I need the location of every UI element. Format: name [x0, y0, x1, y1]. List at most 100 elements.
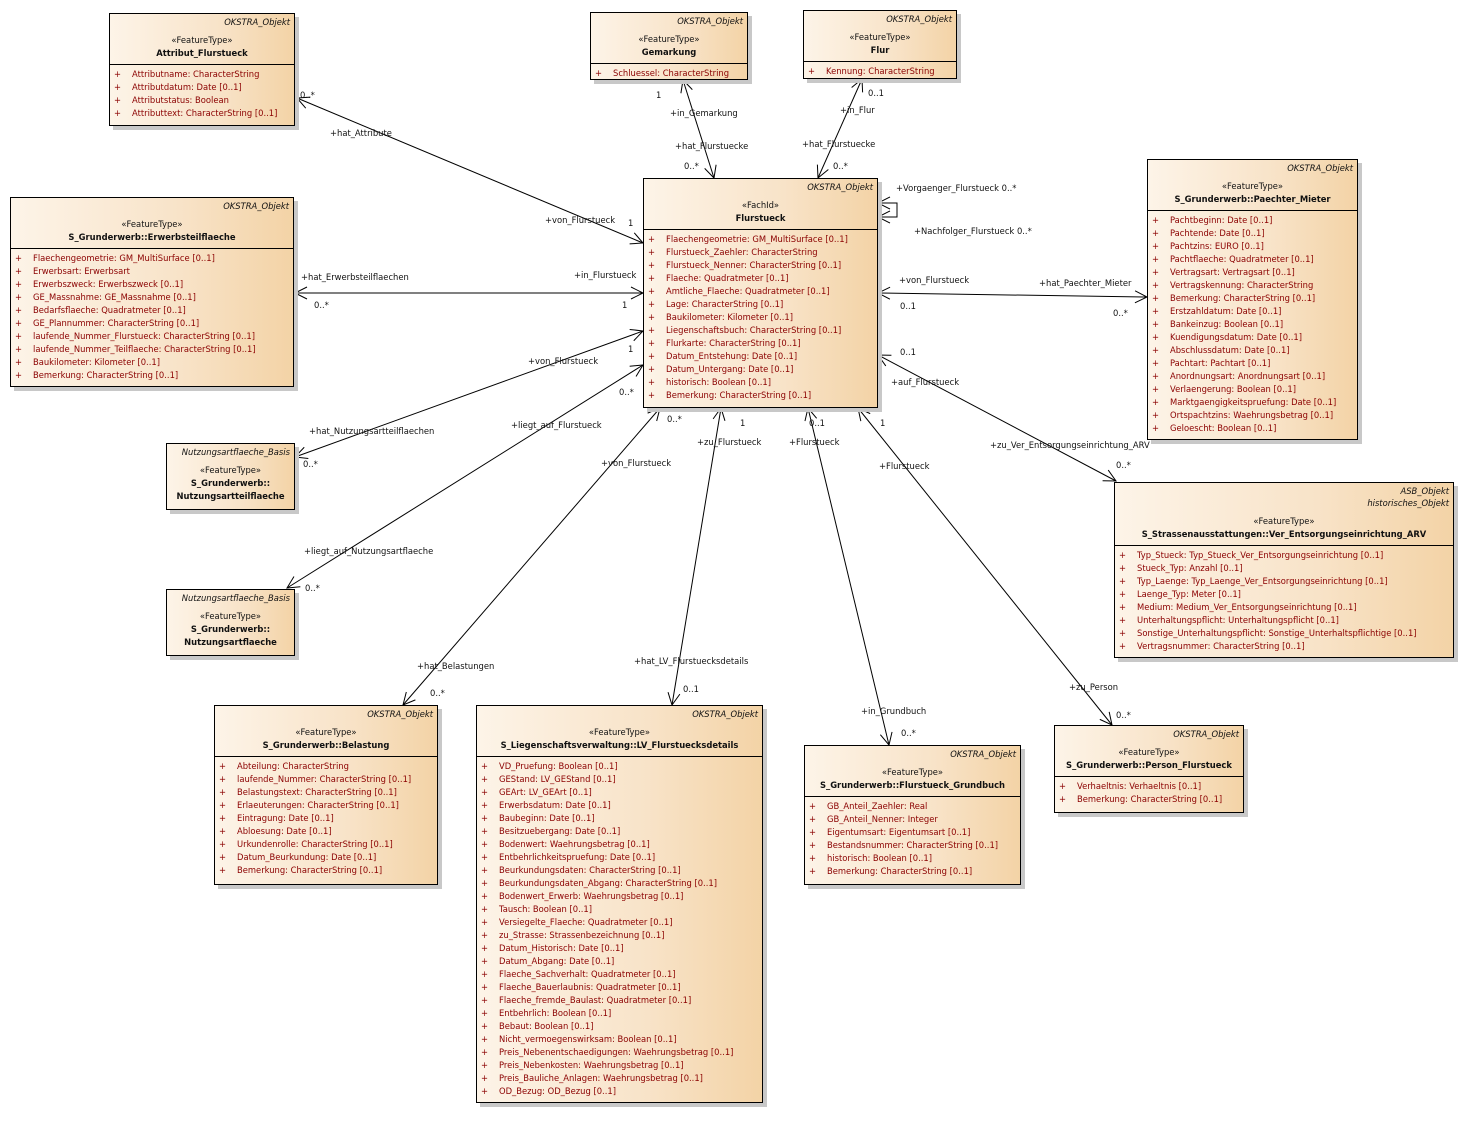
attribute-row[interactable]: +Flurstueck_Nenner: CharacterString [0..… [644, 259, 877, 272]
attribute-row[interactable]: +Flaeche_Sachverhalt: Quadratmeter [0..1… [477, 968, 762, 981]
attribute-row[interactable]: +Beurkundungsdaten_Abgang: CharacterStri… [477, 877, 762, 890]
attribute-row[interactable]: +Attributtext: CharacterString [0..1] [110, 107, 294, 120]
attribute-row[interactable]: +Typ_Laenge: Typ_Laenge_Ver_Entsorgungse… [1115, 575, 1453, 588]
attribute-row[interactable]: +Baukilometer: Kilometer [0..1] [11, 356, 293, 369]
attribute-row[interactable]: +Flaeche_Bauerlaubnis: Quadratmeter [0..… [477, 981, 762, 994]
attribute-row[interactable]: +Eintragung: Date [0..1] [215, 812, 437, 825]
attribute-row[interactable]: +Typ_Stueck: Typ_Stueck_Ver_Entsorgungse… [1115, 549, 1453, 562]
class-flur[interactable]: OKSTRA_Objekt«FeatureType»Flur+Kennung: … [803, 10, 957, 79]
attribute-row[interactable]: +Tausch: Boolean [0..1] [477, 903, 762, 916]
attribute-row[interactable]: +Preis_Nebenentschaedigungen: Waehrungsb… [477, 1046, 762, 1059]
attribute-row[interactable]: +Baubeginn: Date [0..1] [477, 812, 762, 825]
class-nutzungsartteilflaeche[interactable]: Nutzungsartflaeche_Basis«FeatureType»S_G… [166, 443, 295, 510]
association-line-nutzteil[interactable] [294, 330, 644, 458]
attribute-row[interactable]: +Bemerkung: CharacterString [0..1] [1148, 292, 1357, 305]
attribute-row[interactable]: +OD_Bezug: OD_Bezug [0..1] [477, 1085, 762, 1098]
attribute-row[interactable]: +Preis_Bauliche_Anlagen: Waehrungsbetrag… [477, 1072, 762, 1085]
attribute-row[interactable]: +Versiegelte_Flaeche: Quadratmeter [0..1… [477, 916, 762, 929]
attribute-row[interactable]: +Attributname: CharacterString [110, 68, 294, 81]
class-attribut-flurstueck[interactable]: OKSTRA_Objekt«FeatureType»Attribut_Flurs… [109, 13, 295, 126]
association-line-lv[interactable] [671, 407, 722, 706]
attribute-row[interactable]: +Liegenschaftsbuch: CharacterString [0..… [644, 324, 877, 337]
attribute-row[interactable]: +Schluessel: CharacterString [591, 67, 747, 80]
attribute-row[interactable]: +Vertragsart: Vertragsart [0..1] [1148, 266, 1357, 279]
association-line-paechter[interactable] [877, 292, 1148, 298]
attribute-row[interactable]: +historisch: Boolean [0..1] [805, 852, 1020, 865]
attribute-row[interactable]: +Kuendigungsdatum: Date [0..1] [1148, 331, 1357, 344]
association-line-gemarkung[interactable] [682, 79, 715, 179]
attribute-row[interactable]: +Attributstatus: Boolean [110, 94, 294, 107]
attribute-row[interactable]: +Bestandsnummer: CharacterString [0..1] [805, 839, 1020, 852]
attribute-row[interactable]: +Medium: Medium_Ver_Entsorgungseinrichtu… [1115, 601, 1453, 614]
attribute-row[interactable]: +Geloescht: Boolean [0..1] [1148, 422, 1357, 435]
attribute-row[interactable]: +GB_Anteil_Zaehler: Real [805, 800, 1020, 813]
attribute-row[interactable]: +Abschlussdatum: Date [0..1] [1148, 344, 1357, 357]
attribute-row[interactable]: +Abloesung: Date [0..1] [215, 825, 437, 838]
attribute-row[interactable]: +laufende_Nummer_Teilflaeche: CharacterS… [11, 343, 293, 356]
attribute-row[interactable]: +Belastungstext: CharacterString [0..1] [215, 786, 437, 799]
association-line-flur[interactable] [817, 78, 863, 179]
attribute-row[interactable]: +Laenge_Typ: Meter [0..1] [1115, 588, 1453, 601]
attribute-row[interactable]: +Erwerbsdatum: Date [0..1] [477, 799, 762, 812]
attribute-row[interactable]: +Pachtart: Pachtart [0..1] [1148, 357, 1357, 370]
attribute-row[interactable]: +Kennung: CharacterString [804, 65, 956, 78]
attribute-row[interactable]: +zu_Strasse: Strassenbezeichnung [0..1] [477, 929, 762, 942]
attribute-row[interactable]: +Bemerkung: CharacterString [0..1] [11, 369, 293, 382]
association-line-attribute[interactable] [296, 97, 644, 244]
attribute-row[interactable]: +Flaeche: Quadratmeter [0..1] [644, 272, 877, 285]
class-flurstueck[interactable]: OKSTRA_Objekt«FachId»Flurstueck+Flaechen… [643, 178, 878, 408]
attribute-row[interactable]: +Lage: CharacterString [0..1] [644, 298, 877, 311]
attribute-row[interactable]: +Entbehrlich: Boolean [0..1] [477, 1007, 762, 1020]
attribute-row[interactable]: +Pachtende: Date [0..1] [1148, 227, 1357, 240]
attribute-row[interactable]: +Sonstige_Unterhaltungspflicht: Sonstige… [1115, 627, 1453, 640]
class-erwerbsteilflaeche[interactable]: OKSTRA_Objekt«FeatureType»S_Grunderwerb:… [10, 197, 294, 387]
attribute-row[interactable]: +GEArt: LV_GEArt [0..1] [477, 786, 762, 799]
attribute-row[interactable]: +laufende_Nummer_Flurstueck: CharacterSt… [11, 330, 293, 343]
attribute-row[interactable]: +Unterhaltungspflicht: Unterhaltungspfli… [1115, 614, 1453, 627]
association-line-belastung[interactable] [402, 407, 661, 706]
attribute-row[interactable]: +Bankeinzug: Boolean [0..1] [1148, 318, 1357, 331]
attribute-row[interactable]: +Erwerbsart: Erwerbsart [11, 265, 293, 278]
attribute-row[interactable]: +Datum_Abgang: Date [0..1] [477, 955, 762, 968]
attribute-row[interactable]: +Preis_Nebenkosten: Waehrungsbetrag [0..… [477, 1059, 762, 1072]
attribute-row[interactable]: +Bemerkung: CharacterString [0..1] [215, 864, 437, 877]
attribute-row[interactable]: +Eigentumsart: Eigentumsart [0..1] [805, 826, 1020, 839]
attribute-row[interactable]: +Bedarfsflaeche: Quadratmeter [0..1] [11, 304, 293, 317]
association-line-person[interactable] [857, 407, 1113, 726]
attribute-row[interactable]: +Beurkundungsdaten: CharacterString [0..… [477, 864, 762, 877]
attribute-row[interactable]: +Datum_Historisch: Date [0..1] [477, 942, 762, 955]
attribute-row[interactable]: +Pachtzins: EURO [0..1] [1148, 240, 1357, 253]
class-lv-flurstuecksdetails[interactable]: OKSTRA_Objekt«FeatureType»S_Liegenschaft… [476, 705, 763, 1103]
attribute-row[interactable]: +Nicht_vermoegenswirksam: Boolean [0..1] [477, 1033, 762, 1046]
class-flurstueck-grundbuch[interactable]: OKSTRA_Objekt«FeatureType»S_Grunderwerb:… [804, 745, 1021, 885]
attribute-row[interactable]: +Bodenwert_Erwerb: Waehrungsbetrag [0..1… [477, 890, 762, 903]
attribute-row[interactable]: +Pachtflaeche: Quadratmeter [0..1] [1148, 253, 1357, 266]
attribute-row[interactable]: +Verlaengerung: Boolean [0..1] [1148, 383, 1357, 396]
attribute-row[interactable]: +Verhaeltnis: Verhaeltnis [0..1] [1055, 780, 1243, 793]
attribute-row[interactable]: +GE_Plannummer: CharacterString [0..1] [11, 317, 293, 330]
attribute-row[interactable]: +GB_Anteil_Nenner: Integer [805, 813, 1020, 826]
attribute-row[interactable]: +Datum_Beurkundung: Date [0..1] [215, 851, 437, 864]
association-line-nutz[interactable] [286, 364, 644, 589]
attribute-row[interactable]: +Bemerkung: CharacterString [0..1] [1055, 793, 1243, 806]
attribute-row[interactable]: +Urkundenrolle: CharacterString [0..1] [215, 838, 437, 851]
attribute-row[interactable]: +Attributdatum: Date [0..1] [110, 81, 294, 94]
attribute-row[interactable]: +Amtliche_Flaeche: Quadratmeter [0..1] [644, 285, 877, 298]
attribute-row[interactable]: +Abteilung: CharacterString [215, 760, 437, 773]
class-nutzungsartflaeche[interactable]: Nutzungsartflaeche_Basis«FeatureType»S_G… [166, 589, 295, 656]
association-line-self[interactable] [878, 202, 898, 218]
attribute-row[interactable]: +Flaechengeometrie: GM_MultiSurface [0..… [644, 233, 877, 246]
attribute-row[interactable]: +Erstzahldatum: Date [0..1] [1148, 305, 1357, 318]
attribute-row[interactable]: +Datum_Untergang: Date [0..1] [644, 363, 877, 376]
attribute-row[interactable]: +Bodenwert: Waehrungsbetrag [0..1] [477, 838, 762, 851]
attribute-row[interactable]: +Ortspachtzins: Waehrungsbetrag [0..1] [1148, 409, 1357, 422]
attribute-row[interactable]: +Datum_Entstehung: Date [0..1] [644, 350, 877, 363]
attribute-row[interactable]: +VD_Pruefung: Boolean [0..1] [477, 760, 762, 773]
attribute-row[interactable]: +Erwerbszweck: Erwerbszweck [0..1] [11, 278, 293, 291]
attribute-row[interactable]: +Entbehrlichkeitspruefung: Date [0..1] [477, 851, 762, 864]
attribute-row[interactable]: +Pachtbeginn: Date [0..1] [1148, 214, 1357, 227]
class-person-flurstueck[interactable]: OKSTRA_Objekt«FeatureType»S_Grunderwerb:… [1054, 725, 1244, 813]
attribute-row[interactable]: +historisch: Boolean [0..1] [644, 376, 877, 389]
attribute-row[interactable]: +Bemerkung: CharacterString [0..1] [805, 865, 1020, 878]
